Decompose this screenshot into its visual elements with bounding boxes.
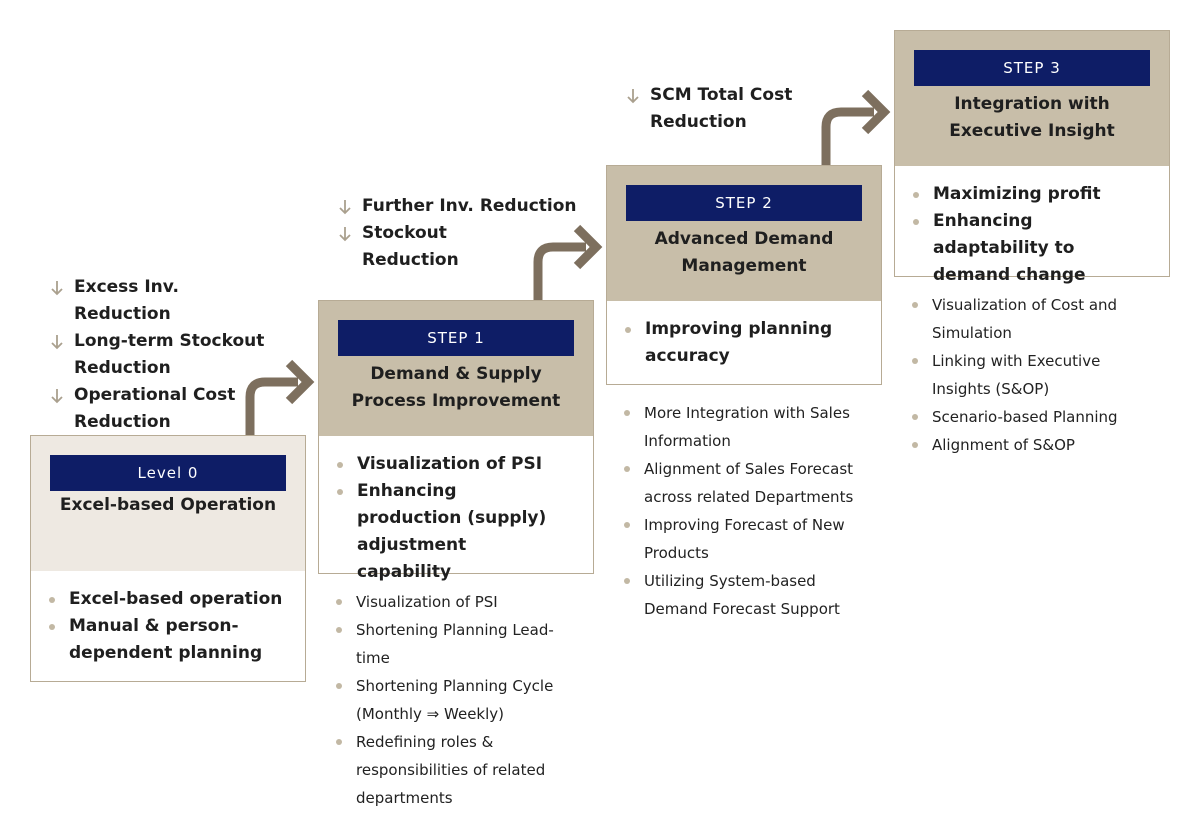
connector-arrow-1 xyxy=(245,359,315,437)
detail-item: Utilizing System-based Demand Forecast S… xyxy=(622,567,870,623)
key-point: Enhancing adaptability to demand change xyxy=(911,208,1151,289)
details-step1: Visualization of PSI Shortening Planning… xyxy=(334,588,564,812)
stage-header: STEP 2 Advanced Demand Management xyxy=(607,166,881,301)
arrow-down-icon xyxy=(627,89,639,104)
key-point: Manual & person-dependent planning xyxy=(47,613,287,667)
stage-title: Advanced Demand Management xyxy=(654,229,834,276)
stage-header: Level 0 Excel-based Operation xyxy=(31,436,305,571)
key-point: Improving planning accuracy xyxy=(623,316,845,370)
stage-badge: STEP 2 xyxy=(626,185,862,221)
benefit-item: Operational Cost Reduction xyxy=(50,382,280,436)
arrow-down-icon xyxy=(339,200,351,215)
stage-card-step1: STEP 1 Demand & Supply Process Improveme… xyxy=(318,300,594,582)
stage-header: STEP 3 Integration with Executive Insigh… xyxy=(895,31,1169,166)
arrow-down-icon xyxy=(51,389,63,404)
benefit-item: Stockout Reduction xyxy=(338,220,462,274)
stage-card-step2: STEP 2 Advanced Demand Management Improv… xyxy=(606,165,882,385)
detail-item: More Integration with Sales Information xyxy=(622,399,870,455)
arrow-down-icon xyxy=(339,227,351,242)
stage-card-step3: STEP 3 Integration with Executive Insigh… xyxy=(894,30,1170,285)
benefit-group-step1: Further Inv. Reduction Stockout Reductio… xyxy=(338,193,578,274)
stage-title: Integration with Executive Insight xyxy=(949,94,1115,141)
key-point: Maximizing profit xyxy=(911,181,1151,208)
detail-item: Improving Forecast of New Products xyxy=(622,511,870,567)
connector-arrow-2 xyxy=(533,224,603,302)
key-point: Enhancing production (supply) adjustment… xyxy=(335,478,557,586)
arrow-down-icon xyxy=(51,335,63,350)
arrow-down-icon xyxy=(51,281,63,296)
stage-badge: Level 0 xyxy=(50,455,286,491)
key-point: Excel-based operation xyxy=(47,586,287,613)
detail-item: Alignment of S&OP xyxy=(910,431,1140,459)
detail-item: Redefining roles & responsibilities of r… xyxy=(334,728,564,812)
stage-card-level0: Level 0 Excel-based Operation Excel-base… xyxy=(30,435,306,682)
key-points: Improving planning accuracy xyxy=(623,316,845,370)
detail-item: Visualization of PSI xyxy=(334,588,564,616)
stage-badge: STEP 1 xyxy=(338,320,574,356)
benefit-item: SCM Total Cost Reduction xyxy=(626,82,796,136)
stage-title: Excel-based Operation xyxy=(59,495,277,515)
detail-item: Visualization of Cost and Simulation xyxy=(910,291,1140,347)
benefit-group-step2: SCM Total Cost Reduction xyxy=(626,82,796,136)
benefit-item: Further Inv. Reduction xyxy=(338,193,578,220)
details-step3: Visualization of Cost and Simulation Lin… xyxy=(910,291,1140,459)
stage-title: Demand & Supply Process Improvement xyxy=(351,364,561,411)
benefit-group-level0: Excess Inv. Reduction Long-term Stockout… xyxy=(50,274,280,436)
detail-item: Shortening Planning Lead-time xyxy=(334,616,564,672)
detail-item: Alignment of Sales Forecast across relat… xyxy=(622,455,870,511)
benefit-item: Long-term Stockout Reduction xyxy=(50,328,280,382)
connector-arrow-3 xyxy=(821,89,891,167)
stage-badge: STEP 3 xyxy=(914,50,1150,86)
details-step2: More Integration with Sales Information … xyxy=(622,399,870,623)
key-points: Maximizing profit Enhancing adaptability… xyxy=(911,181,1151,289)
key-points: Excel-based operation Manual & person-de… xyxy=(47,586,287,667)
detail-item: Shortening Planning Cycle (Monthly ⇒ Wee… xyxy=(334,672,564,728)
detail-item: Scenario-based Planning xyxy=(910,403,1140,431)
benefit-item: Excess Inv. Reduction xyxy=(50,274,280,328)
stage-header: STEP 1 Demand & Supply Process Improveme… xyxy=(319,301,593,436)
detail-item: Linking with Executive Insights (S&OP) xyxy=(910,347,1140,403)
key-points: Visualization of PSI Enhancing productio… xyxy=(335,451,557,586)
key-point: Visualization of PSI xyxy=(335,451,557,478)
